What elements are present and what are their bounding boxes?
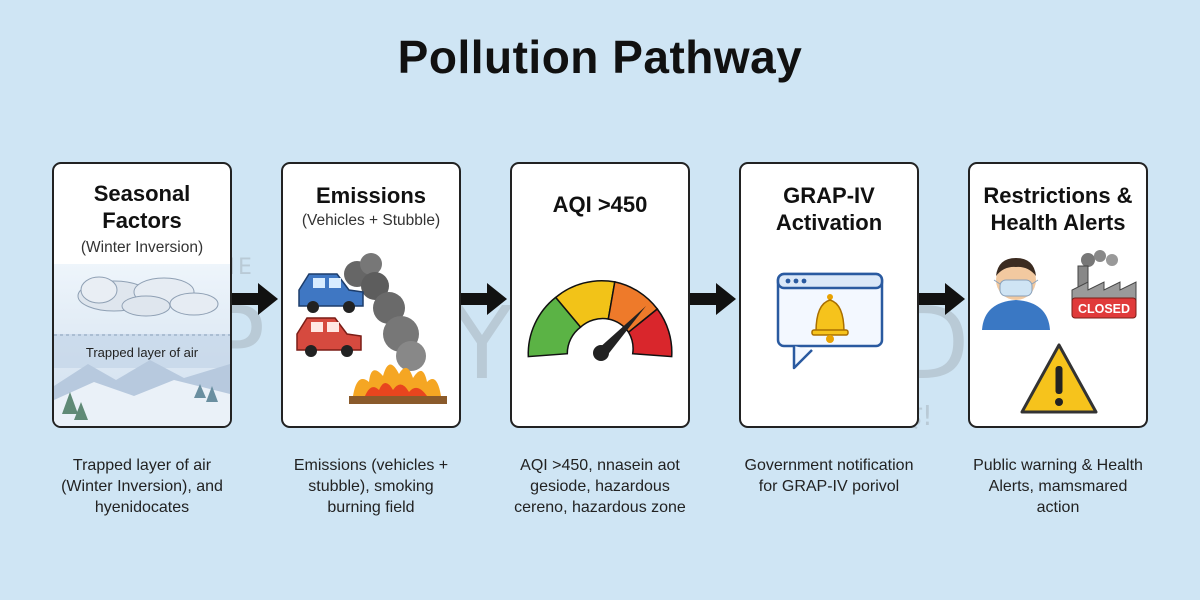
step-caption-restrictions: Public warning & Health Alerts, mamsmare… — [973, 457, 1143, 516]
factory-icon: CLOSED — [1071, 250, 1137, 319]
gauge-icon — [527, 279, 673, 361]
car-icon — [296, 273, 364, 357]
winter-inversion-illustration — [54, 264, 230, 426]
notification-window-icon — [776, 272, 884, 370]
step-caption-emissions: Emissions (vehicles + stubble), smoking … — [293, 457, 449, 516]
masked-person-icon — [982, 258, 1050, 330]
clouds-icon — [77, 276, 219, 317]
step-title: AQI >450 — [552, 192, 648, 217]
emissions-illustration — [296, 253, 447, 404]
arrow-right-icon — [919, 283, 965, 315]
arrow-right-icon — [461, 283, 507, 315]
step-caption-aqi: AQI >450, nnasein aot gesiode, hazardous… — [514, 457, 686, 516]
arrow-right-icon — [232, 283, 278, 315]
step-subtitle: (Vehicles + Stubble) — [301, 212, 441, 229]
step-subtitle: (Winter Inversion) — [80, 239, 204, 256]
step-caption-seasonal-factors: Trapped layer of air (Winter Inversion),… — [61, 457, 223, 516]
trapped-layer-label: Trapped layer of air — [85, 345, 199, 360]
step-card-restrictions: Restrictions &Health Alerts CLOSED — [968, 162, 1148, 428]
mountains-icon — [54, 360, 230, 426]
closed-badge: CLOSED — [1078, 302, 1130, 316]
step-title: Emissions — [315, 183, 427, 208]
step-card-emissions: Emissions (Vehicles + Stubble) — [281, 162, 461, 428]
warning-icon — [1020, 343, 1098, 414]
step-card-aqi: AQI >450 — [510, 162, 690, 428]
step-title: Restrictions &Health Alerts — [983, 183, 1133, 235]
arrow-right-icon — [690, 283, 736, 315]
smoke-icon — [344, 253, 426, 371]
bell-icon — [811, 294, 849, 343]
fire-icon — [349, 364, 447, 404]
step-caption-grap-iv: Government notification for GRAP-IV pori… — [744, 457, 914, 495]
page-title: Pollution Pathway — [397, 31, 803, 83]
